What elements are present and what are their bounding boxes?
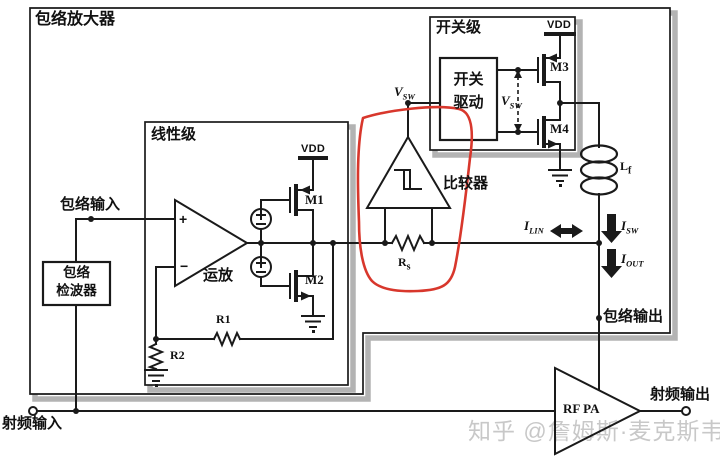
rf-output-terminal <box>681 406 691 416</box>
comparator-label: 比较器 <box>443 175 489 192</box>
junction-dots <box>73 67 602 414</box>
envelope-input-label: 包络输入 <box>60 196 121 213</box>
envelope-detector-label-line1: 包络 <box>63 265 90 280</box>
rf-input-terminal <box>28 406 38 416</box>
wires <box>36 35 683 412</box>
ground-icon-m4 <box>548 169 572 187</box>
switch-driver-box <box>438 56 499 142</box>
rf-output-label: 射频输出 <box>650 386 711 403</box>
opamp-triangle <box>174 198 249 288</box>
vsw-measure-arrows <box>514 70 522 132</box>
resistor-r2-icon <box>147 342 165 371</box>
mosfet-m2 <box>289 242 314 316</box>
switching-stage-title: 开关级 <box>436 19 482 36</box>
envelope-detector-label-line2: 检波器 <box>56 283 97 298</box>
m2-label: M2 <box>305 272 324 287</box>
lf-label: Lf <box>620 159 632 177</box>
rfpa-label: RF PA <box>563 401 600 416</box>
vsw-comparator-label: VSW <box>394 84 415 102</box>
mosfet-m1 <box>260 159 314 244</box>
watermark: 知乎 @詹姆斯·麦克斯韦 <box>468 418 720 444</box>
red-annotation-loop <box>356 105 474 293</box>
resistor-r1-icon <box>212 330 242 348</box>
vdd-label-switching: VDD <box>547 19 572 31</box>
inductor-lf-icon <box>579 144 619 196</box>
resistor-rs-icon <box>390 233 426 253</box>
vdd-label-linear: VDD <box>301 143 326 155</box>
vsw-gates-label: VSW <box>501 93 522 111</box>
opamp-label: 运放 <box>203 267 234 284</box>
iout-label: IOUT <box>621 251 644 269</box>
ground-icon-m2 <box>301 315 325 333</box>
r1-label: R1 <box>216 312 231 326</box>
rs-label: Rs <box>398 255 411 273</box>
rf-input-label: 射频输入 <box>2 415 63 432</box>
isw-down-arrow <box>601 214 622 243</box>
comparator-triangle <box>365 135 452 209</box>
voltage-source-bottom-icon <box>250 256 272 278</box>
mosfet-m3 <box>537 35 561 104</box>
m1-label: M1 <box>305 192 324 207</box>
isw-label: ISW <box>621 218 639 236</box>
mosfet-m4 <box>537 102 561 171</box>
switch-driver-label-line1: 开关 <box>453 71 484 88</box>
envelope-output-label: 包络输出 <box>603 308 664 325</box>
opamp-plus-sign: + <box>179 211 188 227</box>
ilin-double-arrow <box>550 224 583 238</box>
r2-label: R2 <box>170 348 185 362</box>
m3-label: M3 <box>550 59 569 74</box>
envelope-amplifier-title: 包络放大器 <box>35 11 116 28</box>
hysteresis-icon <box>394 169 422 190</box>
switch-driver-label-line2: 驱动 <box>453 94 484 111</box>
m4-label: M4 <box>550 121 569 136</box>
opamp-minus-sign: − <box>180 258 189 274</box>
rfpa-triangle <box>554 366 643 456</box>
ilin-label: ILIN <box>524 218 544 236</box>
switching-stage-box <box>429 16 583 158</box>
linear-stage-title: 线性级 <box>151 126 197 143</box>
iout-down-arrow <box>601 249 622 278</box>
voltage-source-top-icon <box>250 208 272 230</box>
